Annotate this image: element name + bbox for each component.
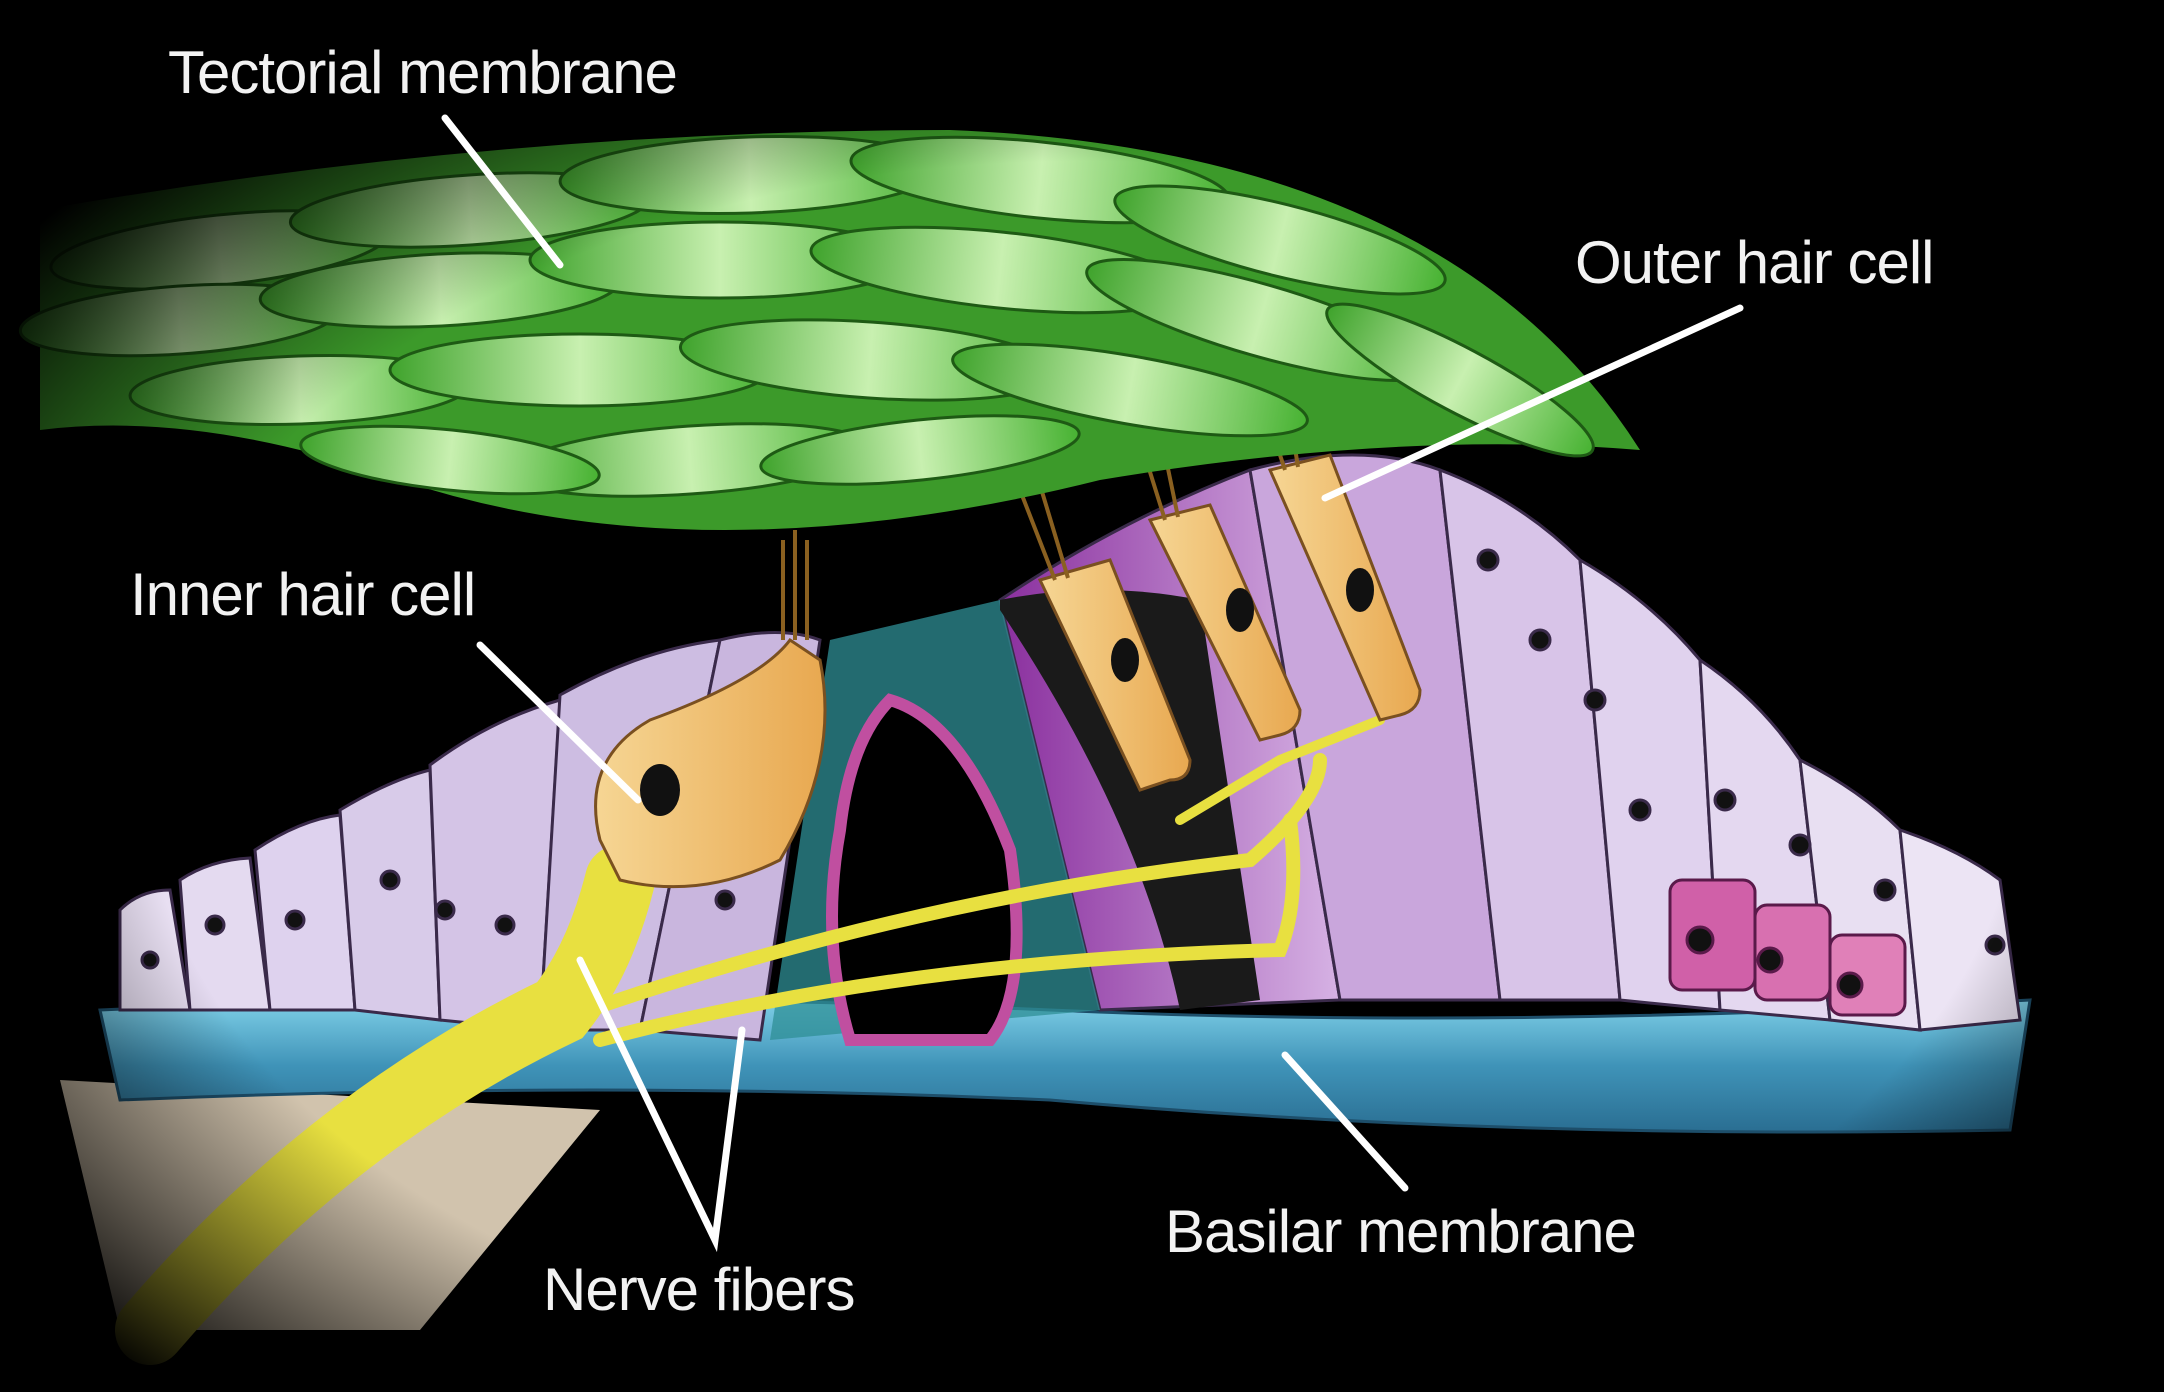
nerve-fibers-pointer — [576, 956, 746, 1253]
basilar-pointer — [1281, 1051, 1409, 1192]
inner-hair-cell-label: Inner hair cell — [130, 561, 476, 628]
nerve-fibers-label: Nerve fibers — [543, 1256, 855, 1323]
outer-hair-cell-pointer — [1321, 304, 1744, 502]
label-leader-lines — [441, 114, 1744, 1253]
tectorial-pointer — [441, 114, 564, 269]
outer-hair-cell-label: Outer hair cell — [1575, 229, 1934, 296]
inner-hair-cell-pointer — [476, 641, 642, 804]
tectorial-membrane-label: Tectorial membrane — [168, 39, 678, 106]
basilar-membrane-label: Basilar membrane — [1165, 1198, 1637, 1265]
